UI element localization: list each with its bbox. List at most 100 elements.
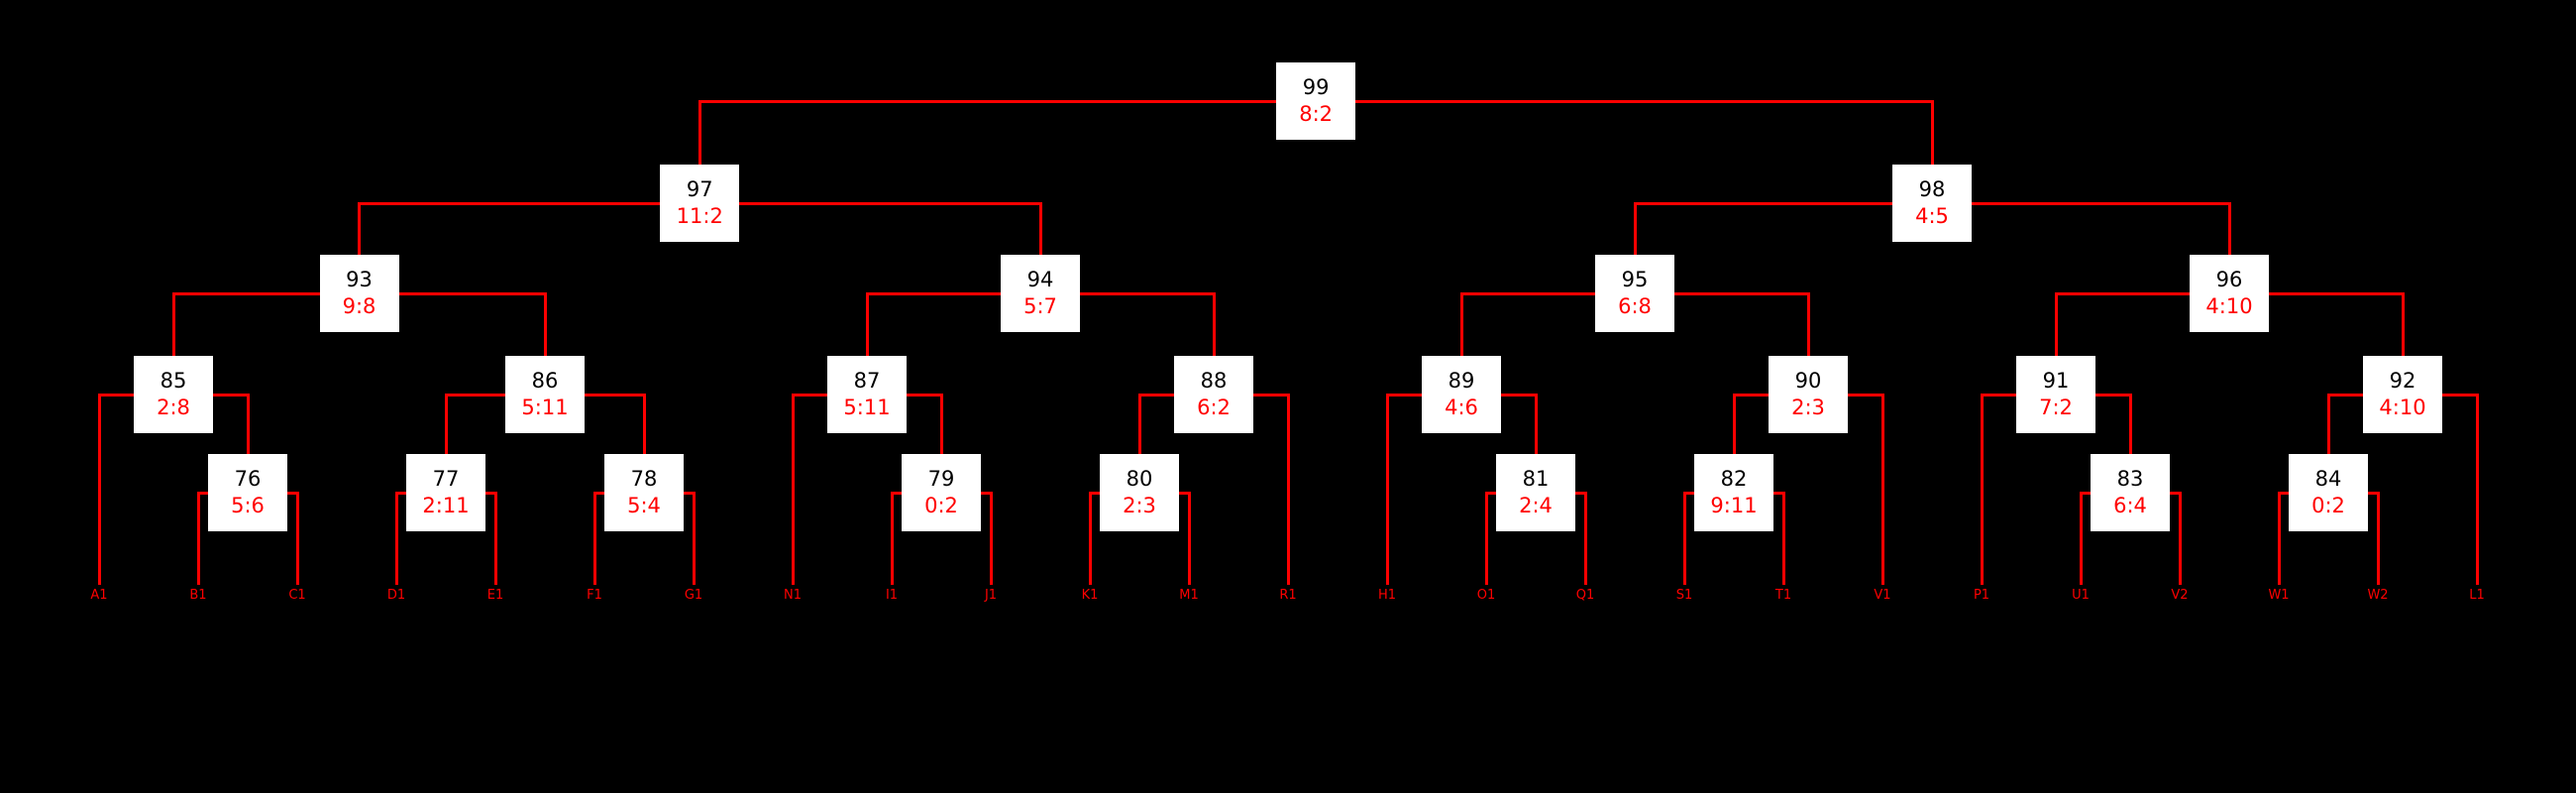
- connector-line: [698, 99, 701, 165]
- connector-line: [295, 491, 299, 585]
- connector-line: [171, 291, 175, 356]
- connector-line: [1583, 491, 1587, 585]
- match-id: 99: [1302, 74, 1330, 99]
- team-label: M1: [1179, 588, 1199, 603]
- connector-line: [1980, 393, 1984, 585]
- connector-line: [692, 491, 696, 585]
- team-label: C1: [288, 588, 306, 603]
- match-id: 92: [2389, 368, 2416, 393]
- match-score: 5:7: [1023, 294, 1057, 318]
- match-id: 84: [2314, 466, 2342, 491]
- match-id: 80: [1126, 466, 1153, 491]
- connector-line: [2326, 393, 2330, 454]
- connector-line: [2269, 291, 2405, 295]
- match-id: 95: [1621, 267, 1649, 291]
- match-score: 11:2: [676, 204, 723, 228]
- connector-line: [97, 393, 101, 585]
- team-label: W1: [2268, 588, 2290, 603]
- connector-line: [1806, 291, 1810, 356]
- team-label: E1: [486, 588, 504, 603]
- match-id: 88: [1200, 368, 1228, 393]
- match-score: 2:3: [1791, 396, 1825, 419]
- match-score: 5:11: [521, 396, 569, 419]
- connector-line: [1088, 491, 1100, 495]
- connector-line: [1286, 393, 1290, 585]
- connector-line: [1682, 491, 1694, 495]
- team-label: J1: [984, 588, 998, 603]
- match-score: 6:4: [2113, 494, 2147, 517]
- connector-line: [2079, 491, 2083, 585]
- connector-line: [1848, 393, 1884, 396]
- connector-line: [642, 393, 646, 454]
- connector-line: [394, 491, 406, 495]
- connector-line: [791, 393, 827, 396]
- connector-line: [2401, 291, 2405, 356]
- match-id: 83: [2116, 466, 2144, 491]
- connector-line: [246, 393, 250, 454]
- match-score: 5:4: [627, 494, 661, 517]
- team-label: L1: [2469, 588, 2485, 603]
- connector-line: [739, 201, 1042, 205]
- match-score: 4:10: [2205, 294, 2253, 318]
- team-label: Q1: [1575, 588, 1595, 603]
- team-label: F1: [587, 588, 602, 603]
- connector-line: [2277, 491, 2281, 585]
- connector-line: [1385, 393, 1422, 396]
- connector-line: [2170, 491, 2182, 495]
- team-label: G1: [684, 588, 703, 603]
- connector-line: [1187, 491, 1191, 585]
- connector-line: [1930, 99, 1934, 165]
- match-id: 96: [2215, 267, 2243, 291]
- connector-line: [213, 393, 250, 396]
- connector-line: [394, 491, 398, 585]
- connector-line: [698, 99, 1277, 103]
- match-id: 91: [2042, 368, 2070, 393]
- team-label: D1: [386, 588, 406, 603]
- match-score: 5:6: [231, 494, 265, 517]
- match-score: 4:6: [1445, 396, 1478, 419]
- connector-line: [444, 393, 505, 396]
- team-label: B1: [189, 588, 207, 603]
- match-id: 81: [1522, 466, 1550, 491]
- match-score: 2:8: [157, 396, 190, 419]
- connector-line: [1137, 393, 1174, 396]
- connector-line: [2475, 393, 2479, 585]
- match-id: 94: [1026, 267, 1054, 291]
- match-node: 97 11:2: [660, 165, 740, 242]
- connector-line: [196, 491, 200, 585]
- match-id: 89: [1448, 368, 1475, 393]
- connector-line: [2054, 291, 2190, 295]
- match-score: 0:2: [2311, 494, 2345, 517]
- connector-line: [684, 491, 696, 495]
- match-id: 97: [686, 176, 713, 201]
- connector-line: [791, 393, 795, 585]
- connector-line: [2227, 201, 2231, 255]
- connector-line: [592, 491, 604, 495]
- connector-line: [485, 491, 497, 495]
- team-label: I1: [885, 588, 899, 603]
- match-id: 78: [630, 466, 658, 491]
- team-label: U1: [2072, 588, 2090, 603]
- connector-line: [1682, 491, 1686, 585]
- connector-line: [989, 491, 993, 585]
- connector-line: [493, 491, 497, 585]
- match-score: 2:11: [422, 494, 470, 517]
- connector-line: [444, 393, 448, 454]
- connector-line: [1484, 491, 1488, 585]
- connector-line: [2376, 491, 2380, 585]
- connector-line: [1459, 291, 1463, 356]
- connector-line: [1080, 291, 1216, 295]
